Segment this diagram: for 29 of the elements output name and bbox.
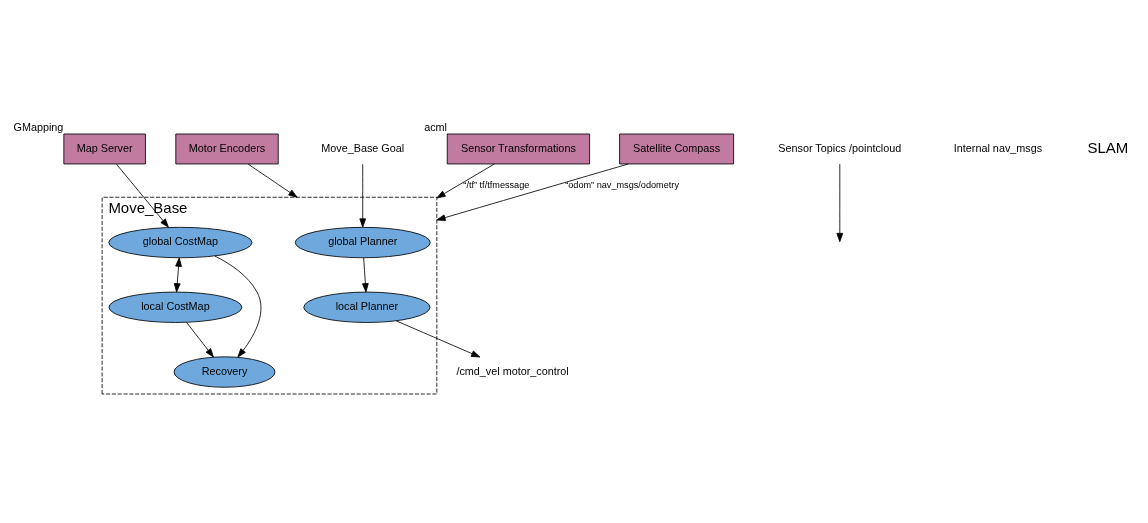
arrow (836, 163, 844, 243)
label: SLAM (1087, 138, 1129, 156)
arrow (395, 320, 481, 358)
node-box: Sensor Transformations (446, 133, 591, 165)
label: Internal nav_msgs (953, 141, 1043, 154)
node-text: Sensor Topics /pointcloud (778, 141, 902, 154)
arrow (436, 163, 495, 199)
arrow (173, 257, 182, 293)
arrow (362, 257, 369, 293)
arrow (359, 163, 367, 228)
node-ellipse: Recovery (173, 356, 276, 388)
node-ellipse: local Planner (303, 291, 431, 323)
arrow (247, 163, 298, 198)
node-text: Move_Base Goal (321, 141, 405, 154)
node-label: GMapping (13, 120, 64, 133)
node-text: /cmd_vel motor_control (456, 364, 569, 377)
arrow (436, 163, 629, 221)
node-box: Map Server (63, 133, 146, 165)
node-box: Satellite Compass (619, 133, 735, 165)
edge-label: “/tf” tf/tfmessage (463, 179, 530, 190)
node-label: acml (424, 120, 448, 133)
node-ellipse: global Planner (294, 226, 431, 259)
arrow (214, 255, 262, 358)
node-ellipse: local CostMap (108, 291, 243, 323)
edge-label: “odom” nav_msgs/odometry (565, 179, 679, 190)
arrow (186, 322, 214, 358)
arrow (116, 163, 169, 228)
node-ellipse: global CostMap (108, 226, 253, 259)
node-box: Motor Encoders (175, 133, 279, 165)
